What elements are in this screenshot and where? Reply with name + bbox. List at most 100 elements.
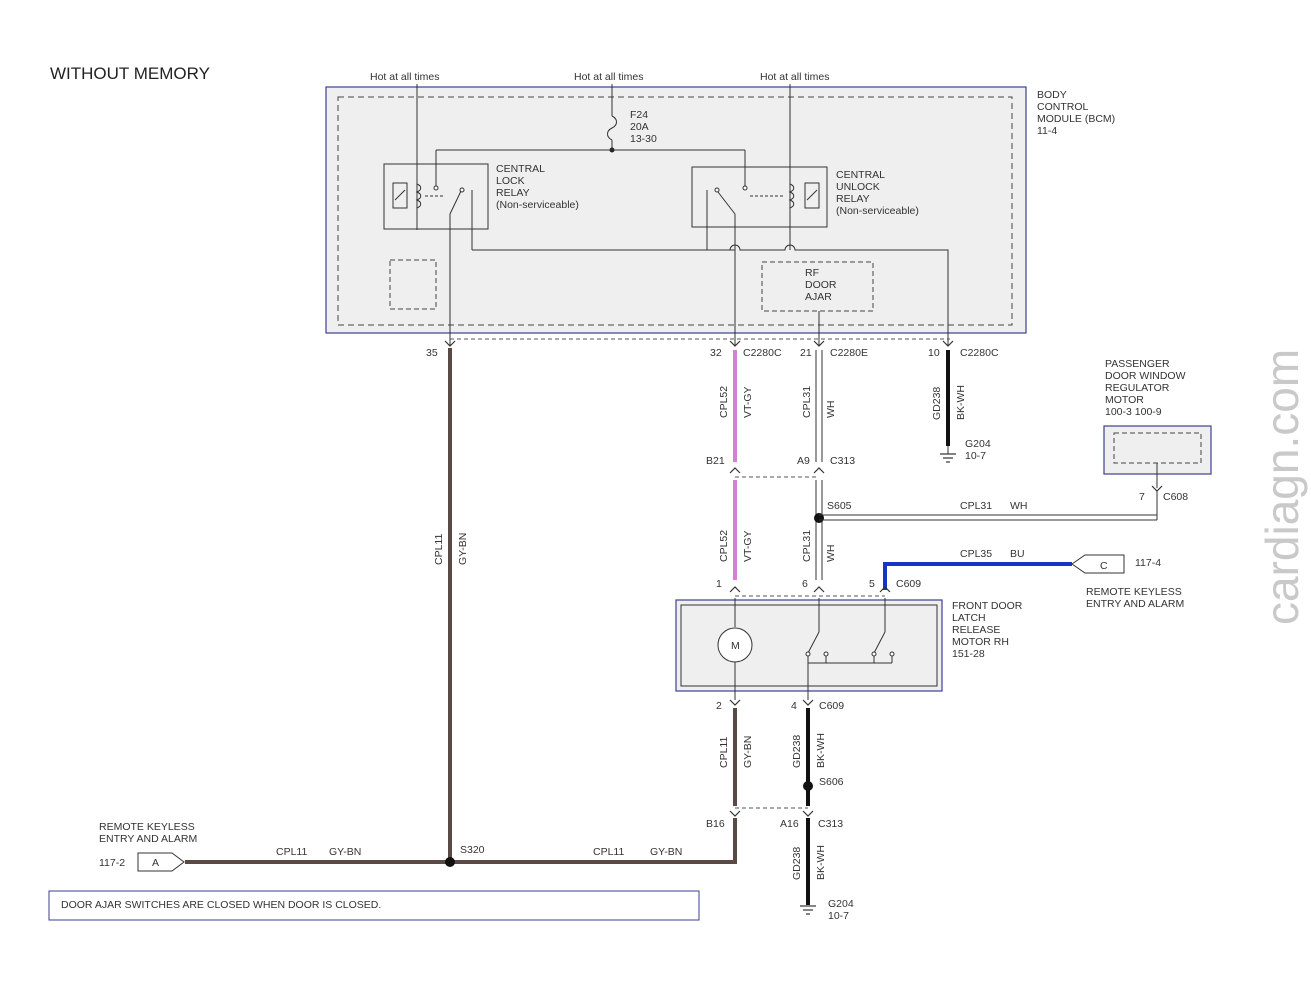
svg-text:DOOR WINDOW: DOOR WINDOW: [1105, 370, 1186, 382]
svg-text:S606: S606: [819, 776, 844, 788]
svg-text:10: 10: [928, 347, 940, 359]
svg-text:DOOR: DOOR: [805, 279, 837, 291]
svg-text:BODY: BODY: [1037, 89, 1067, 101]
svg-text:GY-BN: GY-BN: [650, 846, 682, 858]
power-feeds: Hot at all times Hot at all times Hot at…: [370, 71, 829, 210]
svg-text:B16: B16: [706, 818, 725, 830]
svg-text:BK-WH: BK-WH: [815, 845, 827, 880]
note-box: DOOR AJAR SWITCHES ARE CLOSED WHEN DOOR …: [48, 890, 700, 921]
svg-text:RF: RF: [805, 267, 819, 279]
svg-text:6: 6: [802, 578, 808, 590]
svg-text:C609: C609: [896, 578, 921, 590]
svg-text:RELAY: RELAY: [496, 187, 530, 199]
svg-text:20A: 20A: [630, 121, 649, 133]
svg-text:REGULATOR: REGULATOR: [1105, 382, 1170, 394]
window-regulator-motor: PASSENGER DOOR WINDOW REGULATOR MOTOR 10…: [1103, 358, 1212, 503]
svg-text:WH: WH: [1010, 500, 1028, 512]
svg-text:A: A: [152, 857, 159, 869]
svg-text:MOTOR RH: MOTOR RH: [952, 636, 1009, 648]
svg-text:21: 21: [800, 347, 812, 359]
central-lock-relay: CENTRAL LOCK RELAY (Non-serviceable): [383, 163, 579, 345]
svg-text:CENTRAL: CENTRAL: [836, 169, 885, 181]
wire-gd238-bottom: GD238 BK-WH G204 10-7: [791, 818, 854, 922]
svg-text:CPL11: CPL11: [276, 846, 307, 858]
connector-c313-bottom: [729, 810, 814, 817]
wire-gd238-upper: GD238 BK-WH G204 10-7: [931, 350, 991, 463]
svg-text:13-30: 13-30: [630, 133, 657, 145]
wire-cpl31-branch: CPL31 WH: [819, 490, 1158, 521]
svg-text:PASSENGER: PASSENGER: [1105, 358, 1170, 370]
svg-text:REMOTE KEYLESS: REMOTE KEYLESS: [99, 821, 195, 833]
svg-text:151-28: 151-28: [952, 648, 985, 660]
latch-release-motor: M FRONT DOOR LATCH RELEASE MOTOR RH 151-…: [675, 598, 1023, 700]
svg-text:GD238: GD238: [931, 387, 943, 420]
svg-text:7: 7: [1139, 491, 1145, 503]
connector-c609-bottom: [729, 699, 814, 706]
svg-text:BK-WH: BK-WH: [815, 733, 827, 768]
svg-text:WH: WH: [825, 545, 837, 563]
svg-text:C2280C: C2280C: [743, 347, 782, 359]
svg-text:(Non-serviceable): (Non-serviceable): [836, 205, 919, 217]
svg-text:A16: A16: [780, 818, 799, 830]
svg-text:C2280C: C2280C: [960, 347, 999, 359]
svg-text:CPL11: CPL11: [718, 737, 730, 768]
svg-text:CPL35: CPL35: [960, 548, 992, 560]
svg-text:GD238: GD238: [791, 735, 803, 768]
svg-text:MODULE (BCM): MODULE (BCM): [1037, 113, 1115, 125]
svg-text:ENTRY AND ALARM: ENTRY AND ALARM: [99, 833, 197, 845]
svg-text:S605: S605: [827, 500, 852, 512]
wire-cpl52-lower: CPL52 VT-GY: [718, 480, 754, 580]
wire-cpl11-bottom: S320 CPL11 GY-BN CPL11 GY-BN: [185, 818, 737, 867]
svg-text:AJAR: AJAR: [805, 291, 832, 303]
wire-cpl35: CPL35 BU: [883, 548, 1072, 590]
svg-text:LATCH: LATCH: [952, 612, 986, 624]
svg-text:FRONT DOOR: FRONT DOOR: [952, 600, 1023, 612]
svg-text:CPL31: CPL31: [801, 530, 813, 562]
diagram-title: WITHOUT MEMORY: [50, 64, 210, 83]
svg-text:Hot at all times: Hot at all times: [370, 71, 439, 83]
svg-text:CPL31: CPL31: [801, 386, 813, 418]
svg-text:C313: C313: [830, 455, 855, 467]
svg-text:M: M: [731, 640, 740, 652]
svg-text:A9: A9: [797, 455, 810, 467]
svg-text:RELEASE: RELEASE: [952, 624, 1000, 636]
svg-text:11-4: 11-4: [1037, 125, 1057, 137]
svg-text:32: 32: [710, 347, 722, 359]
watermark: cardiagn.com: [1256, 349, 1308, 625]
svg-text:10-7: 10-7: [965, 450, 986, 462]
svg-text:CPL11: CPL11: [593, 846, 624, 858]
svg-text:GY-BN: GY-BN: [329, 846, 361, 858]
svg-text:VT-GY: VT-GY: [742, 386, 754, 418]
remote-keyless-c-connector: C 117-4 REMOTE KEYLESS ENTRY AND ALARM: [1071, 554, 1184, 610]
svg-text:G204: G204: [965, 438, 991, 450]
svg-text:WH: WH: [825, 401, 837, 419]
svg-text:4: 4: [791, 700, 797, 712]
svg-text:CPL52: CPL52: [718, 530, 730, 562]
svg-text:CPL52: CPL52: [718, 386, 730, 418]
svg-text:UNLOCK: UNLOCK: [836, 181, 880, 193]
svg-text:C: C: [1100, 560, 1108, 572]
wire-cpl11-lower: CPL11 GY-BN: [718, 708, 754, 806]
svg-text:GY-BN: GY-BN: [742, 736, 754, 768]
svg-text:G204: G204: [828, 898, 854, 910]
svg-text:S320: S320: [460, 844, 485, 856]
svg-text:BU: BU: [1010, 548, 1025, 560]
svg-text:CPL31: CPL31: [960, 500, 992, 512]
svg-text:C608: C608: [1163, 491, 1188, 503]
svg-text:5: 5: [869, 578, 875, 590]
svg-text:117-2: 117-2: [99, 857, 125, 869]
svg-text:RELAY: RELAY: [836, 193, 870, 205]
wire-cpl31-lower: S605 CPL31 WH: [801, 480, 852, 580]
svg-text:BK-WH: BK-WH: [955, 385, 967, 420]
svg-text:(Non-serviceable): (Non-serviceable): [496, 199, 579, 211]
svg-text:Hot at all times: Hot at all times: [760, 71, 829, 83]
svg-text:C2280E: C2280E: [830, 347, 868, 359]
svg-text:C313: C313: [818, 818, 843, 830]
svg-text:ENTRY AND ALARM: ENTRY AND ALARM: [1086, 598, 1184, 610]
pin-35: 35: [426, 347, 438, 359]
svg-text:REMOTE KEYLESS: REMOTE KEYLESS: [1086, 586, 1182, 598]
remote-keyless-a-connector: REMOTE KEYLESS ENTRY AND ALARM 117-2 A: [99, 821, 197, 872]
connector-c2280: [444, 340, 954, 347]
svg-text:117-4: 117-4: [1135, 557, 1161, 569]
